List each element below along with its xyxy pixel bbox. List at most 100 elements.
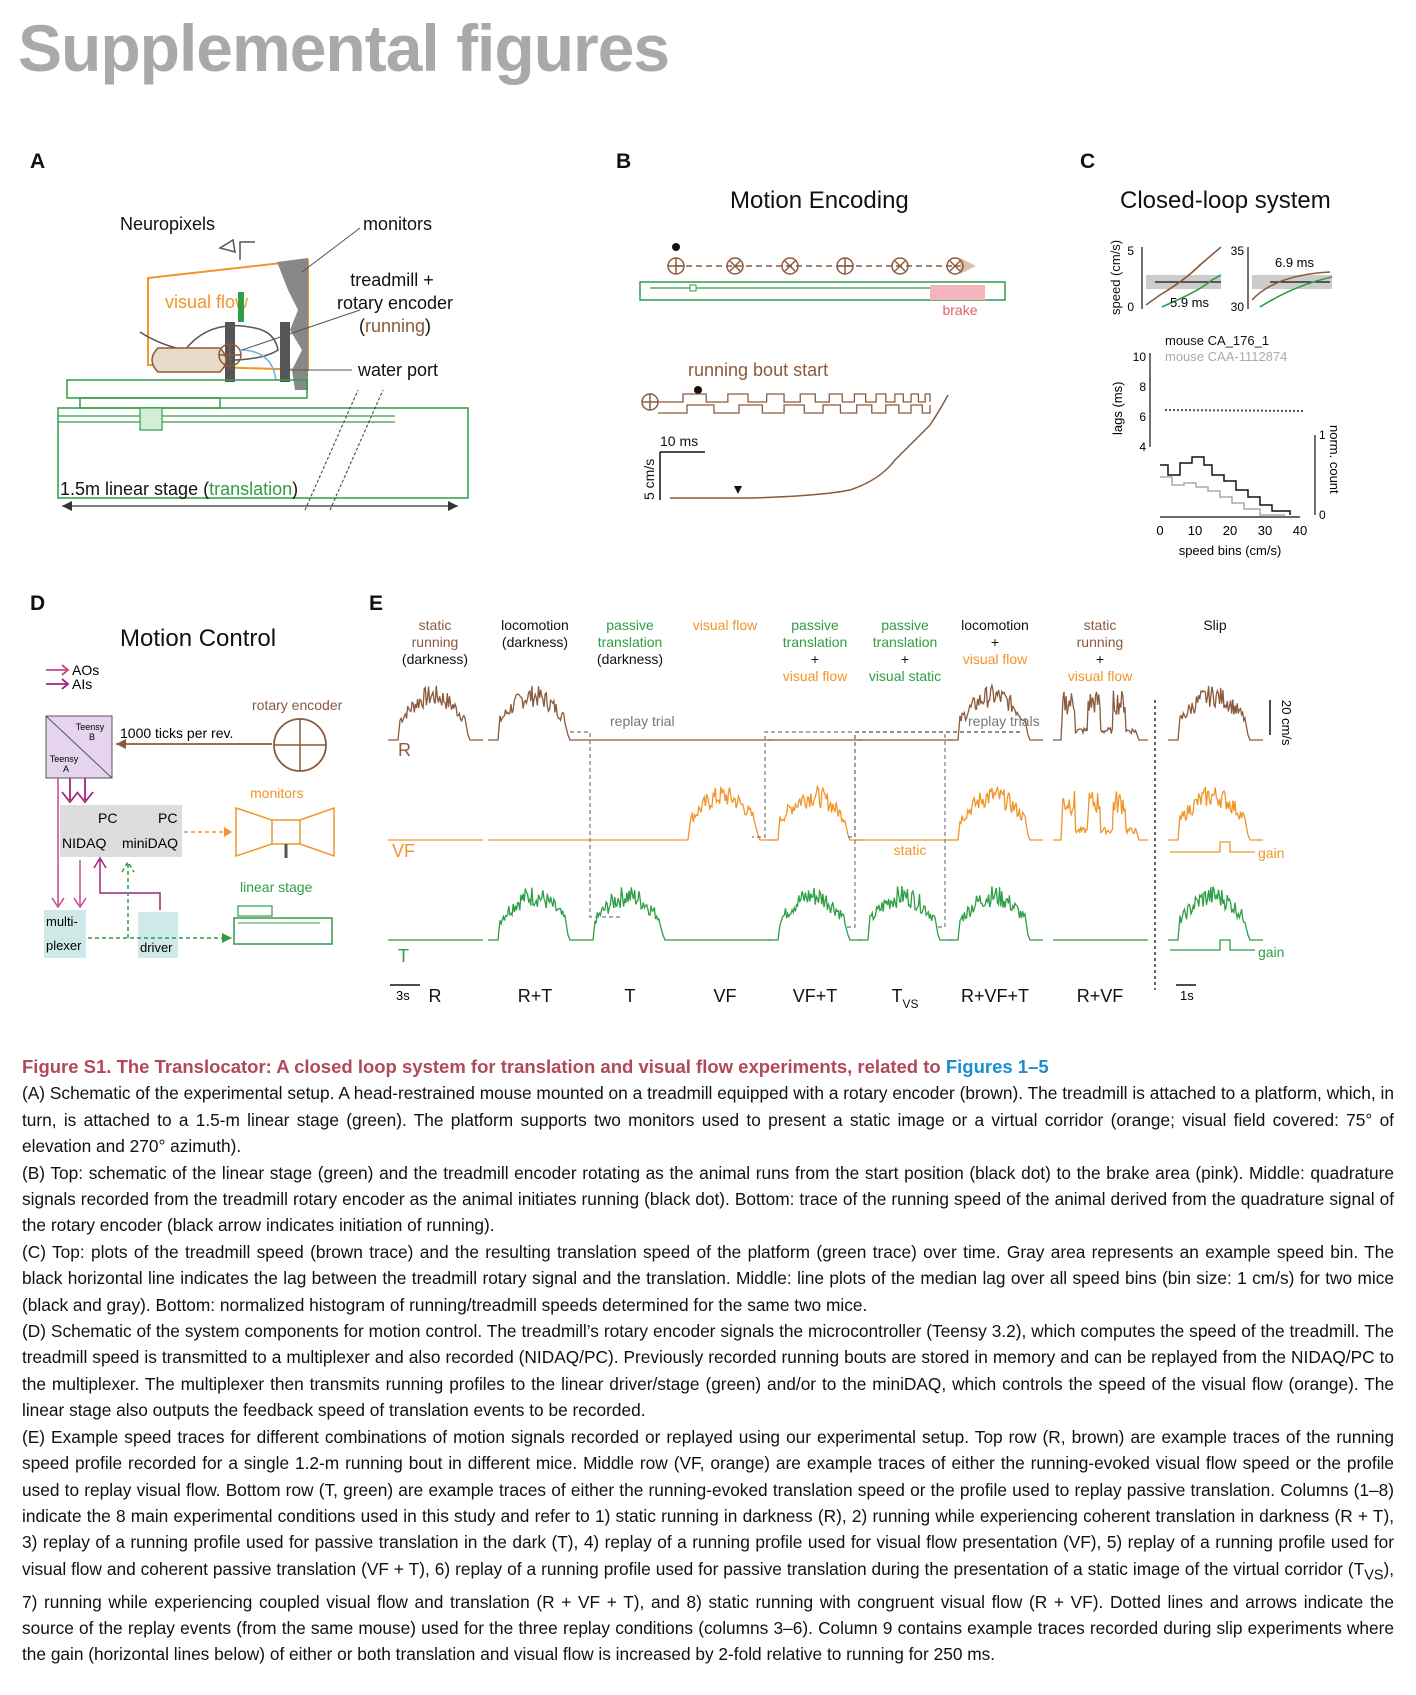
d-multiplexer	[44, 910, 86, 958]
e-trace-t-6	[858, 886, 953, 941]
d-driver	[138, 912, 178, 958]
e-scale-3s: 3s	[396, 988, 410, 1003]
caption-p3: (C) Top: plots of the treadmill speed (b…	[22, 1241, 1394, 1315]
e-scale-20: 20 cm/s	[1279, 700, 1294, 746]
e-header-7-line3: visual flow	[963, 651, 1028, 667]
a-stage-label: 1.5m linear stage (translation)	[60, 479, 298, 499]
e-trace-vf-5	[768, 784, 863, 841]
caption-p4: (D) Schematic of the system components f…	[22, 1321, 1394, 1421]
e-header-6-line3: +	[901, 651, 909, 667]
water-port-line	[239, 349, 277, 381]
e-column-label-5: VF+T	[793, 986, 838, 1006]
e-column-label-2: R+T	[518, 986, 553, 1006]
e-row-t: T	[398, 946, 409, 966]
e-header-8-line3: +	[1096, 651, 1104, 667]
panel-e-traces: staticrunning(darkness)locomotion(darkne…	[388, 617, 1294, 1011]
linear-stage	[57, 407, 469, 499]
e-trace-t-3	[583, 887, 678, 941]
svg-text:40: 40	[1293, 523, 1307, 538]
e-gain-vf: gain	[1258, 845, 1284, 861]
svg-text:0: 0	[1319, 508, 1326, 522]
a-treadmill-line2: rotary encoder	[337, 293, 453, 313]
e-trace-t-5	[768, 887, 863, 941]
e-trace-t-7	[948, 886, 1043, 941]
e-column-label-4: VF	[713, 986, 736, 1006]
svg-text:PC: PC	[158, 810, 177, 826]
e-header-5-line3: +	[811, 651, 819, 667]
svg-text:5: 5	[1127, 244, 1134, 258]
panel-d-motion-control: AOs AIs rotary encoder Teensy B Teensy A…	[44, 662, 343, 958]
svg-text:4: 4	[1139, 440, 1146, 454]
e-column-label-3: T	[625, 986, 636, 1006]
svg-text:Teensy: Teensy	[76, 722, 105, 732]
b-scale-ms: 10 ms	[660, 433, 698, 449]
svg-text:30: 30	[1258, 523, 1272, 538]
b-bout: running bout start	[688, 360, 828, 380]
c-hist-black	[1160, 456, 1291, 515]
svg-text:8: 8	[1139, 380, 1146, 394]
e-replay1: replay trial	[610, 713, 675, 729]
e-trace-r-2	[488, 685, 583, 741]
e-trace-t-2	[488, 887, 583, 941]
e-header-5-line2: translation	[783, 634, 848, 650]
svg-text:driver: driver	[140, 940, 173, 955]
e-header-8-line4: visual flow	[1068, 668, 1133, 684]
figure-caption: Figure S1. The Translocator: A closed lo…	[22, 1054, 1394, 1668]
e-column-label-7: R+VF+T	[961, 986, 1029, 1006]
panel-a-schematic: visual flow Neuropixels 1.5m linear stag…	[57, 214, 469, 511]
d-monitors: monitors	[250, 785, 304, 801]
e-gain-line-vf	[1170, 841, 1255, 853]
svg-text:0: 0	[1127, 300, 1134, 314]
panel-c-closed-loop: speed (cm/s) 5 0 5.9 ms 35 30 6.9 ms mou…	[1108, 240, 1342, 558]
a-neuropixels: Neuropixels	[120, 214, 215, 234]
e-header-8-line2: running	[1077, 634, 1124, 650]
c-title: Closed-loop system	[1120, 187, 1331, 214]
e-header-1-line3: (darkness)	[402, 651, 468, 667]
e-trace-t-9	[1168, 886, 1263, 941]
e-trace-vf-4	[678, 786, 773, 841]
e-header-9-line1: Slip	[1203, 617, 1227, 633]
c-mouse2: mouse CAA-1112874	[1165, 349, 1287, 364]
e-trace-r-9	[1168, 685, 1263, 741]
e-header-2-line1: locomotion	[501, 617, 569, 633]
a-treadmill-line1: treadmill +	[350, 270, 434, 290]
e-header-8-line1: static	[1084, 617, 1117, 633]
svg-text:AOs: AOs	[72, 662, 99, 678]
e-column-sub: VS	[902, 997, 918, 1011]
panel-label-a: A	[30, 150, 46, 173]
quadrature-signal-1	[658, 393, 931, 403]
panel-label-e: E	[369, 592, 384, 615]
e-header-7-line1: locomotion	[961, 617, 1029, 633]
svg-text:30: 30	[1231, 300, 1245, 314]
caption-figure-link[interactable]: Figures 1–5	[945, 1056, 1049, 1077]
svg-text:20: 20	[1223, 523, 1237, 538]
e-header-4-line1: visual flow	[693, 617, 758, 633]
e-trace-r-7	[948, 682, 1043, 741]
a-running: (running)	[359, 316, 431, 336]
svg-text:A: A	[63, 764, 69, 774]
svg-text:plexer: plexer	[46, 938, 82, 953]
e-header-1-line2: running	[412, 634, 459, 650]
e-header-3-line1: passive	[606, 617, 654, 633]
d-nidaq	[60, 805, 128, 857]
e-column-label-1: R	[429, 986, 442, 1006]
page-title: Supplemental figures	[18, 11, 670, 85]
e-header-6-line4: visual static	[869, 668, 941, 684]
quadrature-signal-2	[658, 404, 931, 414]
e-header-6-line2: translation	[873, 634, 938, 650]
neuropixels-arrow	[239, 241, 255, 260]
e-header-6-line1: passive	[881, 617, 929, 633]
e-trace-vf-8	[1053, 790, 1148, 841]
e-row-r: R	[398, 740, 411, 760]
e-gain-t: gain	[1258, 944, 1284, 960]
a-monitors: monitors	[363, 214, 432, 234]
monitor-screen	[277, 258, 308, 390]
c-count-axis: norm. count	[1327, 425, 1342, 494]
panel-b-encoding: brake running bout start 10 ms 5 cm/s	[639, 243, 1006, 500]
platform	[66, 379, 308, 399]
svg-text:B: B	[89, 732, 95, 742]
svg-text:10: 10	[1133, 350, 1147, 364]
e-header-5-line1: passive	[791, 617, 839, 633]
e-header-5-line4: visual flow	[783, 668, 848, 684]
c-mouse1: mouse CA_176_1	[1165, 333, 1269, 348]
